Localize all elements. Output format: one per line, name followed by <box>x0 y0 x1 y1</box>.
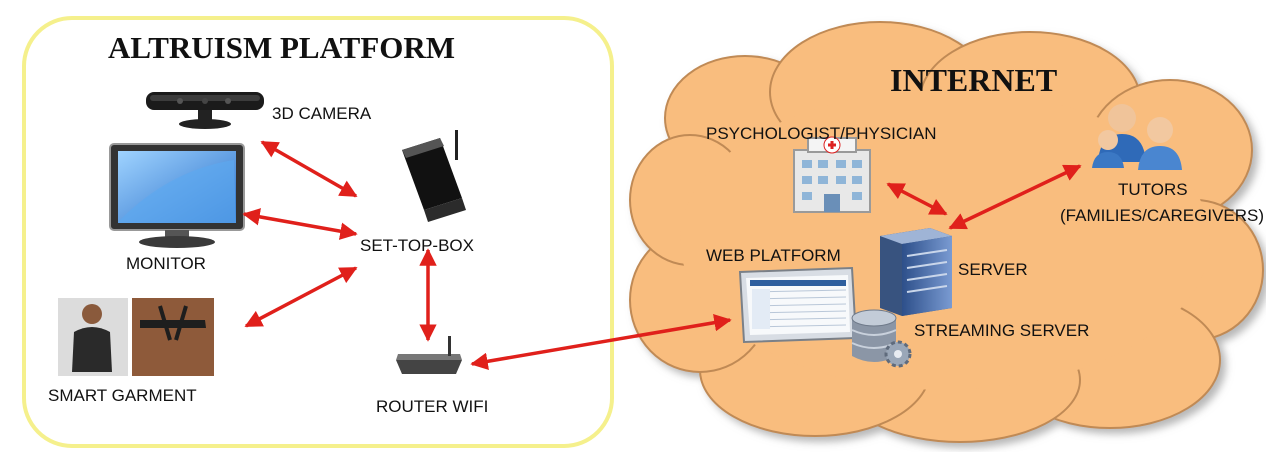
arrow-tutors-server <box>948 164 1082 230</box>
psychologist-label: PSYCHOLOGIST/PHYSICIAN <box>706 124 937 143</box>
camera-label: 3D CAMERA <box>272 104 372 123</box>
router-label: ROUTER WIFI <box>376 397 489 416</box>
tutors-label: TUTORS <box>1118 180 1188 199</box>
hospital-icon <box>793 136 871 213</box>
internet-title: INTERNET <box>890 62 1058 98</box>
platform-border <box>22 16 614 448</box>
streaming-server-label: STREAMING SERVER <box>914 321 1090 340</box>
wifi-router-icon <box>396 336 462 374</box>
server-rack-icon <box>880 228 952 316</box>
arrow-router-web <box>470 314 732 370</box>
smart-garment-label: SMART GARMENT <box>48 386 197 405</box>
platform-title: ALTRUISM PLATFORM <box>108 30 456 65</box>
web-platform-label: WEB PLATFORM <box>706 246 841 265</box>
server-label: SERVER <box>958 260 1028 279</box>
arrow-camera-settop <box>260 140 358 198</box>
smart-garment-icon <box>58 298 214 376</box>
arrow-monitor-settop <box>242 208 358 240</box>
arrow-garment-settop <box>244 266 358 328</box>
monitor-label: MONITOR <box>126 254 206 273</box>
database-gear-icon <box>851 309 912 368</box>
arrow-hospital-server <box>886 182 948 216</box>
web-platform-screen-icon <box>738 266 858 344</box>
set-top-box-label: SET-TOP-BOX <box>360 236 474 255</box>
set-top-box-icon <box>402 130 466 222</box>
monitor-icon <box>109 143 245 248</box>
tutors-sublabel: (FAMILIES/CAREGIVERS) <box>1060 206 1265 225</box>
people-icon <box>1092 104 1182 170</box>
kinect-camera-icon <box>146 92 264 129</box>
